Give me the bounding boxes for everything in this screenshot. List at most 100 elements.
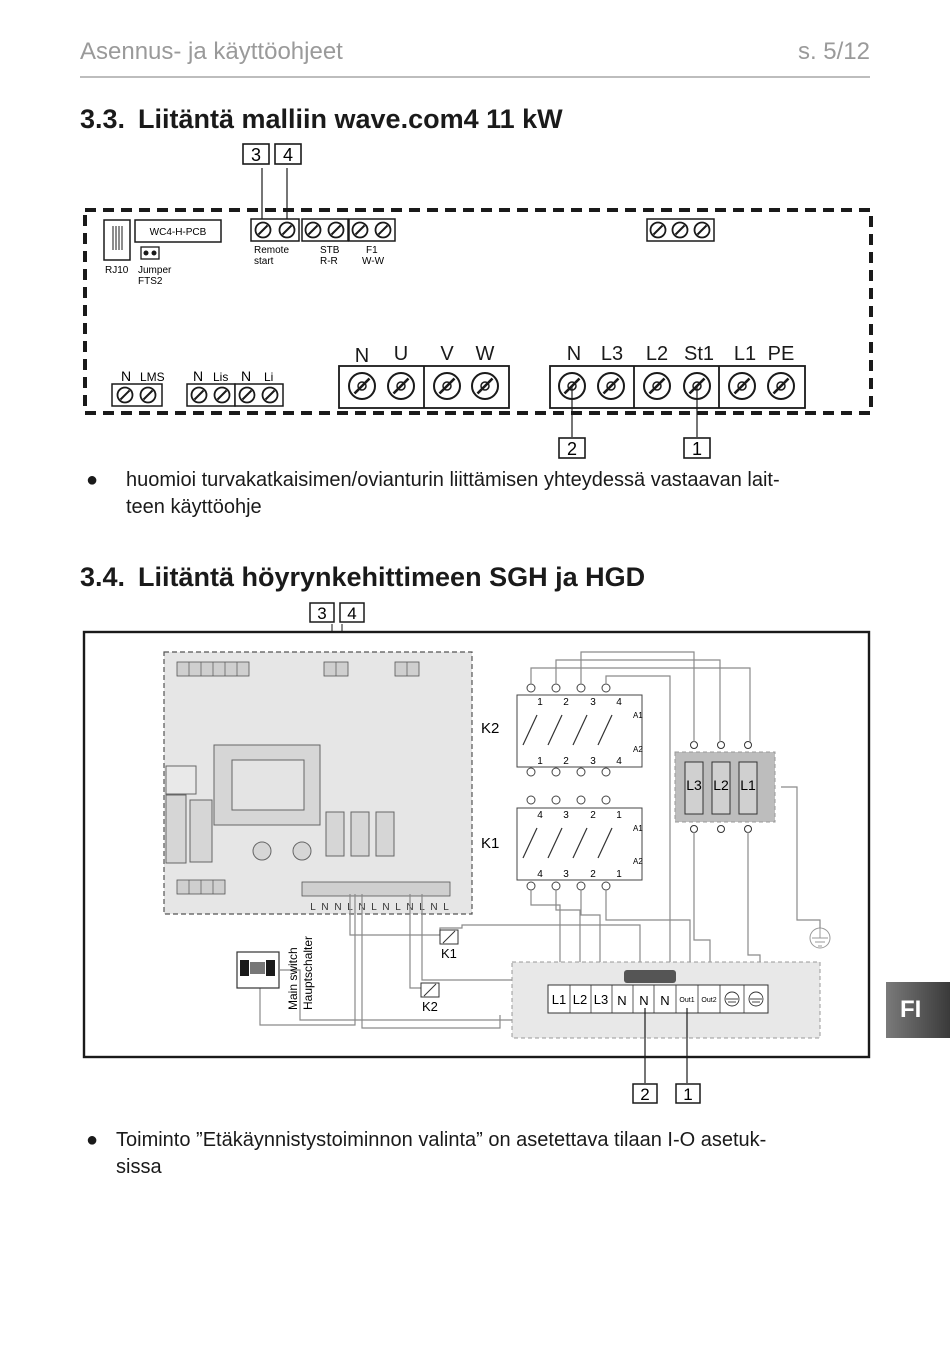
svg-text:N: N	[639, 993, 648, 1008]
svg-text:L2: L2	[646, 343, 668, 365]
note-bullet-1: ● huomioi turvakatkaisimen/ovianturin li…	[86, 467, 876, 523]
svg-text:1: 1	[683, 1085, 692, 1104]
remote-label: Remote	[254, 245, 289, 256]
svg-text:K2: K2	[481, 720, 499, 737]
svg-text:3: 3	[251, 145, 261, 165]
svg-text:W: W	[476, 343, 495, 365]
bullet-symbol-2: ●	[86, 1129, 99, 1151]
svg-text:N: N	[321, 902, 328, 913]
svg-text:2: 2	[590, 810, 596, 821]
callout-2-bottom: 2	[558, 437, 586, 459]
bullet-symbol: ●	[86, 469, 99, 491]
svg-text:L: L	[395, 902, 401, 913]
svg-text:A1: A1	[633, 711, 643, 720]
page-header: Asennus- ja käyttöohjeet s. 5/12	[80, 38, 870, 78]
svg-text:3: 3	[590, 756, 596, 767]
svg-text:4: 4	[537, 810, 543, 821]
svg-text:N: N	[193, 368, 203, 384]
svg-text:N: N	[355, 345, 369, 367]
svg-text:Lis: Lis	[213, 370, 228, 384]
contactor-k1: 4 3 2 1 4 3 2 1 A1 A2 K1	[481, 795, 643, 891]
wiring-diagram-sgh-hgd: 3 4 L N N L N L N L	[82, 602, 871, 1104]
relay-k1: K1	[439, 929, 459, 961]
svg-text:N: N	[334, 902, 341, 913]
stb-label: STB	[320, 245, 340, 256]
svg-text:N: N	[567, 343, 581, 365]
svg-text:3: 3	[563, 810, 569, 821]
note-2-line-2: sissa	[116, 1156, 162, 1178]
note-text-1: huomioi turvakatkaisimen/ovianturin liit…	[126, 467, 780, 521]
svg-text:L1: L1	[740, 777, 756, 793]
callout-4-top: 4	[274, 143, 302, 165]
main-switch: Main switch Hauptschalter	[236, 936, 315, 1010]
svg-text:L2: L2	[573, 992, 587, 1007]
callout-3-top-2: 3	[309, 602, 335, 623]
svg-text:N: N	[121, 368, 131, 384]
rj10-label: RJ10	[105, 265, 129, 276]
section-3-3-number: 3.3.	[80, 104, 126, 134]
language-tab: FI	[886, 982, 950, 1038]
svg-text:N: N	[660, 993, 669, 1008]
contactor-k2: 1 2 3 4 1 2 3 4 A1 A2 K2	[481, 683, 643, 777]
svg-text:1: 1	[537, 697, 543, 708]
svg-text:Li: Li	[264, 370, 273, 384]
wiring-diagram-wave-com4: 3 4 RJ10 WC4-H-PCB Jumper FTS2 Remote st…	[83, 143, 873, 459]
callout-2-bottom-2: 2	[632, 1083, 658, 1104]
svg-text:2: 2	[590, 869, 596, 880]
svg-text:Main switch: Main switch	[286, 947, 300, 1010]
svg-text:3: 3	[590, 697, 596, 708]
svg-text:L1: L1	[552, 992, 566, 1007]
section-3-4-number: 3.4.	[80, 562, 126, 592]
callout-4-top-2: 4	[339, 602, 365, 623]
note-bullet-2: ● Toiminto ”Etäkäynnistystoiminnon valin…	[86, 1127, 876, 1183]
svg-text:4: 4	[537, 869, 543, 880]
svg-text:Out1: Out1	[679, 997, 694, 1004]
callout-3-top: 3	[242, 143, 270, 165]
header-title: Asennus- ja käyttöohjeet	[80, 38, 343, 65]
callout-1-bottom: 1	[683, 437, 711, 459]
section-3-4-title: Liitäntä höyrynkehittimeen SGH ja HGD	[138, 562, 646, 592]
svg-text:K1: K1	[441, 946, 457, 961]
svg-text:1: 1	[537, 756, 543, 767]
svg-text:Hauptschalter: Hauptschalter	[301, 936, 315, 1010]
svg-text:K2: K2	[422, 999, 438, 1014]
page-number: s. 5/12	[797, 38, 870, 65]
svg-text:L3: L3	[594, 992, 608, 1007]
controller-outline	[83, 208, 873, 415]
svg-text:3: 3	[563, 869, 569, 880]
relay-k2: K2	[420, 982, 440, 1014]
rr-label: R-R	[320, 256, 338, 267]
terminal-strip: L1 L2 L3 N N N Out1 Out2	[511, 961, 821, 1039]
svg-text:Out2: Out2	[701, 997, 716, 1004]
svg-text:L2: L2	[713, 777, 729, 793]
svg-text:L3: L3	[601, 343, 623, 365]
note-text-2: Toiminto ”Etäkäynnistystoiminnon valinta…	[116, 1127, 766, 1181]
svg-text:St1: St1	[684, 343, 714, 365]
svg-text:2: 2	[567, 439, 577, 459]
svg-text:N: N	[382, 902, 389, 913]
svg-text:1: 1	[616, 810, 622, 821]
ground-icon	[809, 927, 831, 949]
svg-text:3: 3	[317, 604, 326, 623]
svg-text:2: 2	[563, 756, 569, 767]
svg-text:A1: A1	[633, 824, 643, 833]
jumper-label: Jumper	[138, 265, 172, 276]
svg-text:2: 2	[640, 1085, 649, 1104]
svg-text:4: 4	[347, 604, 356, 623]
section-3-3-heading: 3.3.Liitäntä malliin wave.com4 11 kW	[80, 104, 563, 135]
svg-text:N: N	[430, 902, 437, 913]
fuse-block: L3 L2 L1	[674, 741, 776, 833]
svg-text:N: N	[617, 993, 626, 1008]
f1-label: F1	[366, 245, 378, 256]
section-3-4-heading: 3.4. Liitäntä höyrynkehittimeen SGH ja HG…	[80, 562, 645, 593]
svg-text:U: U	[394, 343, 408, 365]
start-label: start	[254, 256, 274, 267]
svg-text:K1: K1	[481, 835, 499, 852]
pcb-label: WC4-H-PCB	[150, 227, 207, 238]
svg-text:4: 4	[616, 756, 622, 767]
svg-text:1: 1	[692, 439, 702, 459]
svg-text:A2: A2	[633, 857, 643, 866]
svg-text:L1: L1	[734, 343, 756, 365]
svg-text:A2: A2	[633, 745, 643, 754]
svg-text:2: 2	[563, 697, 569, 708]
